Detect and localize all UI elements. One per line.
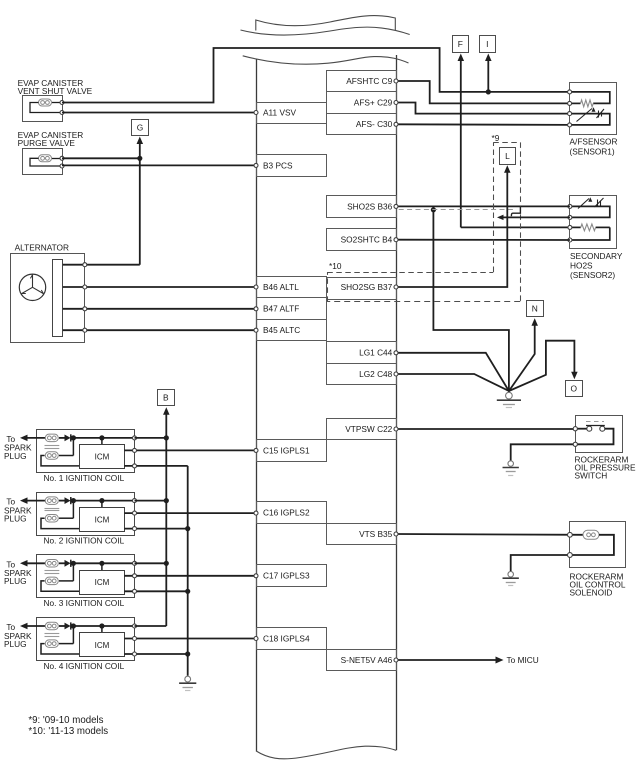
svg-text:*9: '09-10 models: *9: '09-10 models xyxy=(28,715,103,726)
svg-text:EVAP CANISTER: EVAP CANISTER xyxy=(18,78,84,88)
svg-text:No. 3 IGNITION COIL: No. 3 IGNITION COIL xyxy=(44,598,125,608)
svg-text:B3 PCS: B3 PCS xyxy=(263,160,293,170)
svg-text:C18 IGPLS4: C18 IGPLS4 xyxy=(263,633,310,643)
svg-text:SHO2SG B37: SHO2SG B37 xyxy=(341,282,393,292)
svg-text:PLUG: PLUG xyxy=(4,451,27,461)
svg-text:(SENSOR2): (SENSOR2) xyxy=(570,270,615,280)
svg-text:OIL PRESSURE: OIL PRESSURE xyxy=(575,462,636,472)
svg-text:PLUG: PLUG xyxy=(4,639,27,649)
svg-text:S-NET5V A46: S-NET5V A46 xyxy=(341,655,393,665)
svg-text:C16 IGPLS2: C16 IGPLS2 xyxy=(263,507,310,517)
svg-text:AFS- C30: AFS- C30 xyxy=(356,119,393,129)
svg-text:F: F xyxy=(458,39,463,49)
svg-text:OIL CONTROL: OIL CONTROL xyxy=(570,580,626,590)
svg-text:To: To xyxy=(6,622,15,632)
svg-text:SPARK: SPARK xyxy=(4,631,32,641)
svg-text:To: To xyxy=(6,497,15,507)
svg-text:EVAP CANISTER: EVAP CANISTER xyxy=(18,130,84,140)
svg-text:ROCKERARM: ROCKERARM xyxy=(575,454,629,464)
svg-text:LG2 C48: LG2 C48 xyxy=(359,369,393,379)
svg-text:(SENSOR1): (SENSOR1) xyxy=(570,146,615,156)
svg-text:SOLENOID: SOLENOID xyxy=(570,588,613,598)
svg-text:To: To xyxy=(6,559,15,569)
svg-text:SHO2S B36: SHO2S B36 xyxy=(347,201,393,211)
svg-text:AFS+ C29: AFS+ C29 xyxy=(354,97,393,107)
svg-text:A/FSENSOR: A/FSENSOR xyxy=(570,136,618,146)
svg-text:PURGE VALVE: PURGE VALVE xyxy=(18,138,76,148)
svg-text:ICM: ICM xyxy=(95,515,110,524)
svg-text:B: B xyxy=(163,392,169,402)
svg-text:*10: '11-13 models: *10: '11-13 models xyxy=(28,726,108,737)
svg-text:B46 ALTL: B46 ALTL xyxy=(263,282,299,292)
svg-text:ICM: ICM xyxy=(95,578,110,587)
svg-text:ICM: ICM xyxy=(95,453,110,462)
svg-text:SPARK: SPARK xyxy=(4,505,32,515)
svg-text:A11 VSV: A11 VSV xyxy=(263,107,297,117)
svg-text:SWITCH: SWITCH xyxy=(575,471,608,481)
svg-text:*10: *10 xyxy=(329,261,342,271)
svg-text:PLUG: PLUG xyxy=(4,576,27,586)
svg-text:*9: *9 xyxy=(492,133,500,143)
svg-text:I: I xyxy=(486,39,488,49)
svg-text:L: L xyxy=(505,151,510,161)
svg-text:To MICU: To MICU xyxy=(507,655,539,665)
svg-text:SECONDARY: SECONDARY xyxy=(570,251,623,261)
svg-text:N: N xyxy=(532,303,538,313)
svg-text:VTS B35: VTS B35 xyxy=(359,529,393,539)
svg-text:AFSHTC C9: AFSHTC C9 xyxy=(346,76,392,86)
svg-text:HO2S: HO2S xyxy=(570,261,593,271)
svg-text:SPARK: SPARK xyxy=(4,568,32,578)
svg-text:O: O xyxy=(570,383,577,393)
svg-text:ROCKERARM: ROCKERARM xyxy=(570,572,624,582)
svg-text:No. 4 IGNITION COIL: No. 4 IGNITION COIL xyxy=(44,661,125,671)
svg-text:C15 IGPLS1: C15 IGPLS1 xyxy=(263,445,310,455)
svg-text:SPARK: SPARK xyxy=(4,443,32,453)
svg-text:No. 2 IGNITION COIL: No. 2 IGNITION COIL xyxy=(44,536,125,546)
svg-text:To: To xyxy=(6,434,15,444)
svg-text:C17 IGPLS3: C17 IGPLS3 xyxy=(263,570,310,580)
svg-text:LG1 C44: LG1 C44 xyxy=(359,348,393,358)
svg-text:B45 ALTC: B45 ALTC xyxy=(263,325,300,335)
svg-text:ALTERNATOR: ALTERNATOR xyxy=(15,242,69,252)
svg-text:SO2SHTC B4: SO2SHTC B4 xyxy=(341,235,393,245)
svg-text:G: G xyxy=(137,122,144,132)
svg-text:VENT SHUT VALVE: VENT SHUT VALVE xyxy=(18,86,93,96)
svg-text:ICM: ICM xyxy=(95,641,110,650)
svg-text:PLUG: PLUG xyxy=(4,514,27,524)
svg-text:B47 ALTF: B47 ALTF xyxy=(263,304,299,314)
svg-text:No. 1 IGNITION COIL: No. 1 IGNITION COIL xyxy=(44,473,125,483)
svg-text:VTPSW C22: VTPSW C22 xyxy=(345,424,392,434)
